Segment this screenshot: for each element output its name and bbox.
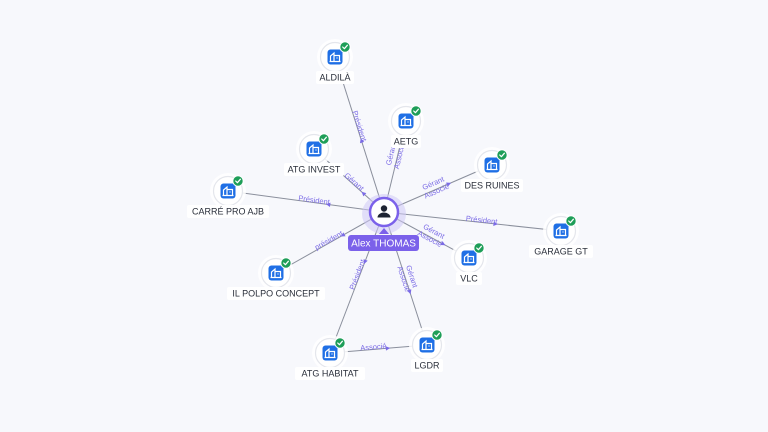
edge-arrow-icon [446, 182, 452, 187]
company-building-icon [322, 345, 338, 361]
company-node-des-ruines[interactable]: DES RUINES [461, 147, 523, 192]
edge-relation-label: Associé [360, 341, 387, 352]
node-label: ATG INVEST [288, 165, 341, 175]
edge-arrow-icon [340, 232, 346, 237]
node-label: DES RUINES [464, 181, 519, 191]
node-label-box [284, 163, 344, 176]
node-label-box [411, 359, 443, 372]
center-person-node[interactable]: Alex THOMAS [348, 194, 419, 251]
verified-check-icon [339, 41, 351, 53]
edge-relation-label: Président [350, 110, 368, 144]
edge-arrow-icon [493, 221, 498, 226]
edge-relation-label: Président [298, 193, 332, 206]
edge-arrow-icon [325, 202, 331, 207]
node-label-box [295, 367, 365, 380]
company-node-aetg[interactable]: AETG [388, 103, 424, 148]
node-label-box [187, 205, 269, 218]
verified-check-icon [431, 329, 443, 341]
company-building-icon [268, 265, 284, 281]
node-label-box [391, 135, 421, 148]
company-node-atg-invest[interactable]: ATG INVEST [284, 131, 344, 176]
edge-line [383, 211, 562, 232]
edge-arrow-icon [440, 241, 446, 246]
person-icon [377, 205, 391, 218]
node-label-box [456, 272, 482, 285]
node-label: AETG [394, 137, 419, 147]
company-building-icon [306, 141, 322, 157]
node-label-box [529, 245, 593, 258]
verified-check-icon [280, 257, 292, 269]
node-label: GARAGE GT [534, 247, 588, 257]
edge-arrow-icon [363, 259, 368, 265]
edge-center-garage-gt: Président [383, 211, 562, 232]
edge-arrow-icon [407, 289, 412, 295]
node-label-box [316, 71, 354, 84]
edge-arrow-icon [385, 346, 391, 351]
verified-check-icon [410, 105, 422, 117]
verified-check-icon [473, 242, 485, 254]
company-building-icon [484, 157, 500, 173]
node-label: IL POLPO CONCEPT [232, 289, 320, 299]
company-building-icon [398, 113, 414, 129]
verified-check-icon [334, 337, 346, 349]
edge-line [383, 211, 428, 346]
company-building-icon [220, 183, 236, 199]
node-label: VLC [460, 274, 478, 284]
company-node-vlc[interactable]: VLC [451, 240, 487, 285]
edge-relation-label: président [313, 228, 345, 251]
verified-check-icon [318, 133, 330, 145]
center-label-box [348, 235, 419, 251]
center-label: Alex THOMAS [351, 239, 416, 250]
nodes-layer: ALDILÀ AETG ATG INVEST DES RUINES CARRÉ PRO … [187, 39, 593, 380]
edge-relation-label: Gérant [343, 171, 367, 194]
edge-center-carre-pro-ajb: Président [227, 190, 385, 213]
company-building-icon [553, 223, 569, 239]
company-node-atg-habitat[interactable]: ATG HABITAT [295, 335, 365, 380]
edge-line [227, 190, 385, 213]
company-building-icon [419, 337, 435, 353]
edge-relation-label: Président [465, 214, 498, 226]
node-label: CARRÉ PRO AJB [192, 207, 264, 217]
node-label: ALDILÀ [319, 73, 350, 83]
company-building-icon [461, 250, 477, 266]
node-label-box [461, 179, 523, 192]
company-node-il-polpo-concept[interactable]: IL POLPO CONCEPT [227, 255, 325, 300]
edge-arrow-icon [361, 191, 367, 197]
center-ring [368, 196, 400, 228]
company-building-icon [327, 49, 343, 65]
edge-arrow-icon [359, 138, 365, 144]
company-node-garage-gt[interactable]: GARAGE GT [529, 213, 593, 258]
center-label-pointer [379, 228, 389, 234]
company-node-lgdr[interactable]: LGDR [409, 327, 445, 372]
node-label: ATG HABITAT [301, 369, 359, 379]
verified-check-icon [496, 149, 508, 161]
company-node-aldila[interactable]: ALDILÀ [316, 39, 354, 84]
node-label: LGDR [414, 361, 440, 371]
node-label-box [227, 287, 325, 300]
verified-check-icon [232, 175, 244, 187]
verified-check-icon [565, 215, 577, 227]
company-node-carre-pro-ajb[interactable]: CARRÉ PRO AJB [187, 173, 269, 218]
